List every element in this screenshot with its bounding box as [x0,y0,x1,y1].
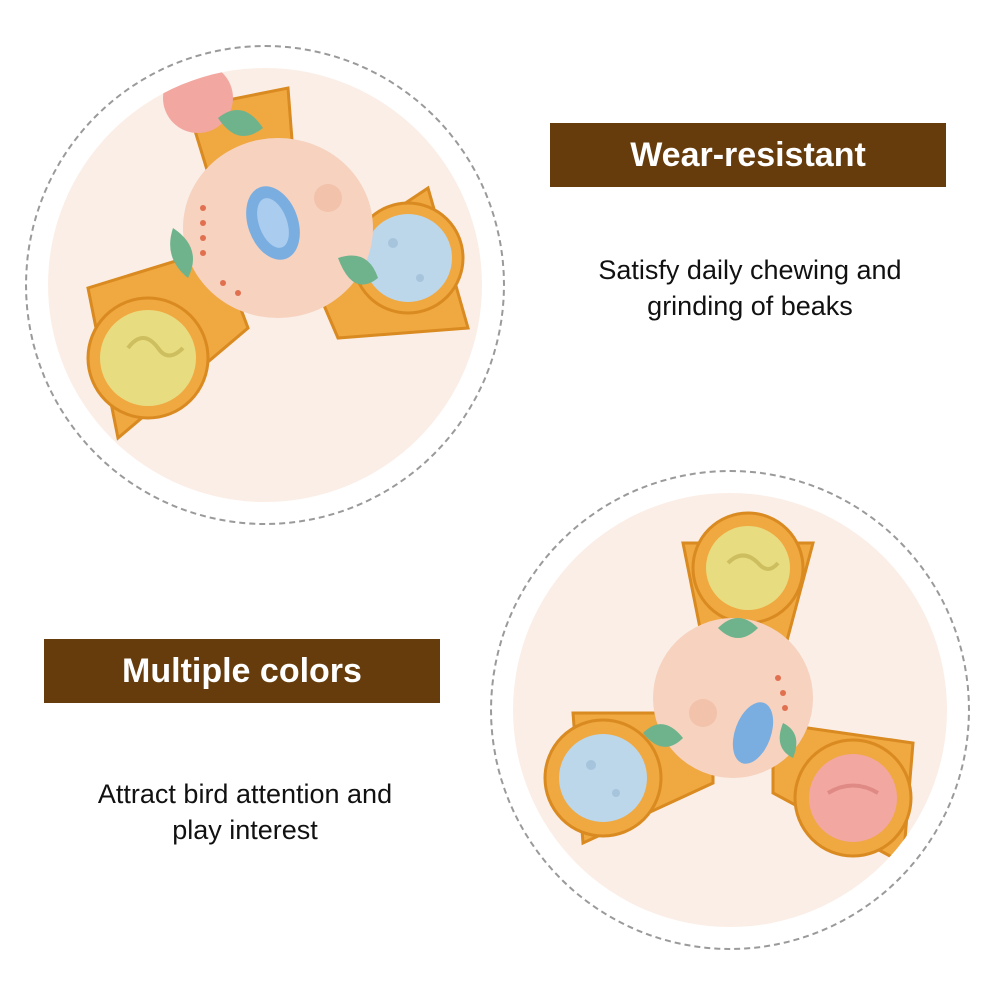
product-photo-frame-top [25,45,505,525]
feature-description-line: Satisfy daily chewing and [598,255,902,285]
feature-heading: Wear-resistant [630,135,866,174]
spinner-toy-image [86,68,470,441]
spinner-toy-image [543,511,915,866]
feature-description-line: Attract bird attention and [97,779,393,809]
feature-description: Attract bird attention and play interest [40,776,450,848]
feature-heading-banner: Wear-resistant [550,123,946,187]
product-photo-frame-bottom [490,470,970,950]
product-photo-bottom [513,493,947,927]
feature-heading-banner: Multiple colors [44,639,440,703]
feature-description-line: grinding of beaks [647,291,853,321]
product-photo-top [48,68,482,502]
feature-description-line: play interest [172,815,318,845]
feature-heading: Multiple colors [122,651,362,690]
feature-description: Satisfy daily chewing and grinding of be… [540,252,960,324]
